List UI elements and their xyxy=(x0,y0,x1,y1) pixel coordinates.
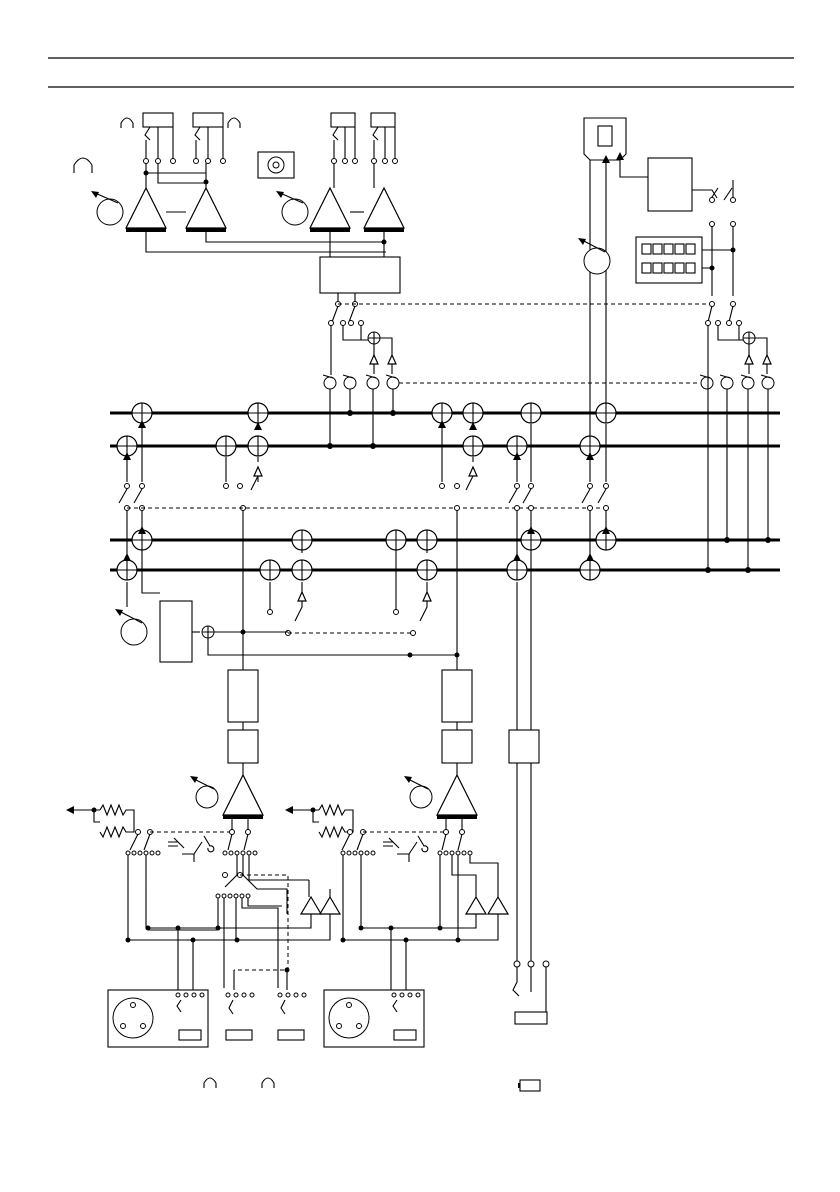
summing-node xyxy=(292,560,312,580)
headphone-icon xyxy=(121,118,133,128)
summing-node xyxy=(463,403,483,423)
gain-knob-icon xyxy=(578,238,610,274)
summing-node xyxy=(117,560,137,580)
headphone-icon xyxy=(204,1078,216,1088)
headphone-icon xyxy=(74,158,92,173)
summing-node xyxy=(580,560,600,580)
summing-node xyxy=(248,436,268,456)
xlr-combo-2 xyxy=(324,990,424,1047)
headphone-icon xyxy=(262,1078,274,1088)
summing-node xyxy=(417,560,437,580)
connector-contacts xyxy=(216,894,250,898)
guitar-plug-icon xyxy=(383,836,428,862)
gain-knob-icon xyxy=(404,776,432,808)
battery-icon xyxy=(518,1080,540,1091)
jack-insert-1 xyxy=(226,993,306,1040)
summing-node xyxy=(507,560,527,580)
channel-1-strip xyxy=(190,670,263,819)
headphone-icon xyxy=(228,118,240,128)
output-jack xyxy=(513,961,549,1024)
summing-node xyxy=(248,403,268,423)
mid-routing xyxy=(394,420,611,962)
guitar-plug-icon xyxy=(168,836,214,862)
speaker-icon xyxy=(258,152,294,178)
top-left-inputs xyxy=(74,113,713,449)
summing-node xyxy=(463,436,483,456)
channel-2-inputs xyxy=(285,805,508,990)
summing-node xyxy=(417,530,437,550)
summing-node xyxy=(260,560,280,580)
gain-knob-icon xyxy=(276,191,308,225)
knob-row xyxy=(323,375,399,389)
channel-2-strip xyxy=(404,670,477,819)
summing-nodes xyxy=(117,403,616,580)
summing-node xyxy=(386,530,406,550)
main-buses xyxy=(110,413,780,570)
gain-knob-icon xyxy=(190,776,218,808)
channel-1-inputs xyxy=(66,805,340,990)
usb-section xyxy=(578,118,774,573)
summing-node xyxy=(292,530,312,550)
xlr-combo-1 xyxy=(108,990,208,1047)
summing-node xyxy=(521,403,541,423)
summing-node xyxy=(596,403,616,423)
summing-node xyxy=(216,436,236,456)
gain-knob-icon xyxy=(115,609,147,645)
gain-knob-icon xyxy=(91,191,123,225)
